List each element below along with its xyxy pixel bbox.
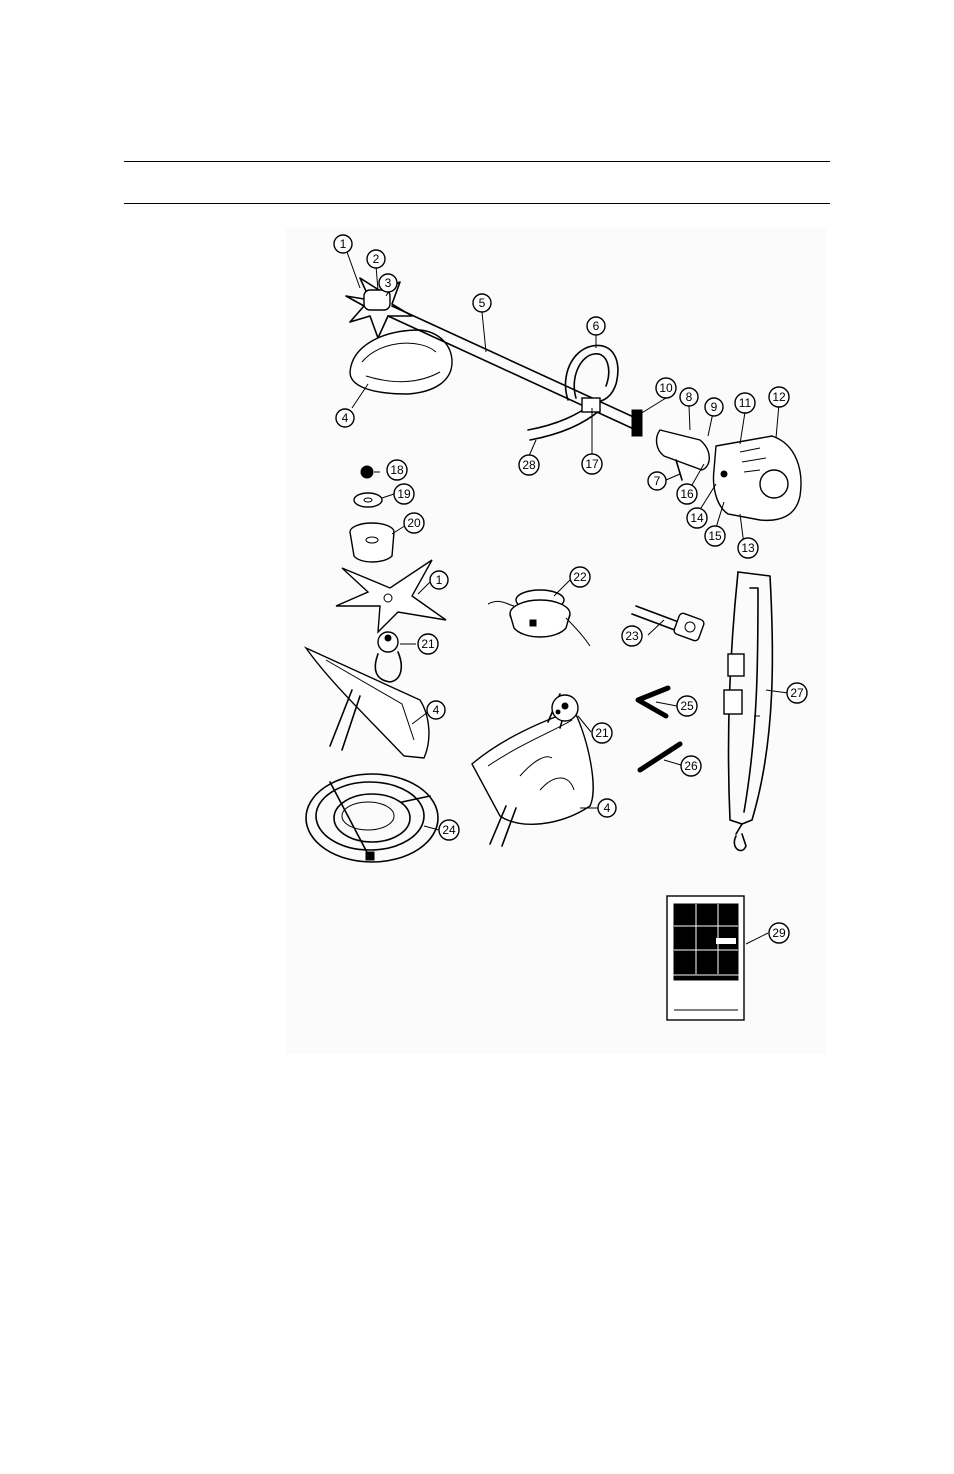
callout-label: 9: [711, 400, 718, 414]
callout-label: 16: [680, 487, 694, 501]
callout-7: 7: [648, 472, 666, 490]
callout-29: 29: [769, 923, 789, 943]
callout-11: 11: [735, 393, 755, 413]
callout-4-top: 4: [336, 409, 354, 427]
callout-label: 21: [421, 637, 435, 651]
callout-21-left: 21: [418, 634, 438, 654]
callout-1-top: 1: [334, 235, 352, 253]
callout-28: 28: [519, 455, 539, 475]
callout-label: 14: [690, 511, 704, 525]
callout-14: 14: [687, 508, 707, 528]
callout-label: 15: [708, 529, 722, 543]
callout-4-left: 4: [427, 701, 445, 719]
washer-part: [354, 493, 382, 507]
callout-13: 13: [738, 538, 758, 558]
callout-label: 4: [433, 703, 440, 717]
callout-label: 24: [442, 823, 456, 837]
callout-label: 18: [390, 463, 404, 477]
nut-part: [361, 466, 373, 478]
manual-part: [667, 896, 744, 1020]
callout-6: 6: [587, 317, 605, 335]
callout-17: 17: [582, 454, 602, 474]
callout-23: 23: [622, 626, 642, 646]
callout-9: 9: [705, 398, 723, 416]
callout-label: 21: [595, 726, 609, 740]
callout-21-right: 21: [592, 723, 612, 743]
callout-label: 5: [479, 296, 486, 310]
callout-label: 29: [772, 926, 786, 940]
callout-8: 8: [680, 388, 698, 406]
callout-label: 3: [385, 276, 392, 290]
callout-label: 10: [659, 381, 673, 395]
callout-label: 1: [340, 237, 347, 251]
callout-22: 22: [570, 567, 590, 587]
callout-label: 8: [686, 390, 693, 404]
callout-3: 3: [379, 274, 397, 292]
callout-label: 25: [680, 699, 694, 713]
callout-label: 26: [684, 759, 698, 773]
callout-19: 19: [394, 484, 414, 504]
callout-label: 17: [585, 457, 599, 471]
callout-26: 26: [681, 756, 701, 776]
callout-10: 10: [656, 378, 676, 398]
callout-5: 5: [473, 294, 491, 312]
callout-label: 4: [604, 801, 611, 815]
callout-label: 1: [436, 573, 443, 587]
callout-label: 13: [741, 541, 755, 555]
callout-1-parts: 1: [430, 571, 448, 589]
callout-label: 2: [373, 252, 380, 266]
callout-label: 11: [739, 396, 752, 410]
callout-27: 27: [787, 683, 807, 703]
callout-label: 12: [772, 390, 786, 404]
callout-label: 19: [397, 487, 411, 501]
callout-25: 25: [677, 696, 697, 716]
callout-label: 4: [342, 411, 349, 425]
callout-label: 27: [790, 686, 804, 700]
callout-label: 7: [654, 474, 661, 488]
callout-16: 16: [677, 484, 697, 504]
callout-15: 15: [705, 526, 725, 546]
callout-12: 12: [769, 387, 789, 407]
callout-label: 20: [407, 516, 421, 530]
callout-2: 2: [367, 250, 385, 268]
callout-24: 24: [439, 820, 459, 840]
callout-20: 20: [404, 513, 424, 533]
callout-18: 18: [387, 460, 407, 480]
callout-label: 28: [522, 458, 536, 472]
callout-label: 22: [573, 570, 587, 584]
callout-label: 6: [593, 319, 600, 333]
holder-part: [350, 523, 394, 562]
callout-4-right: 4: [598, 799, 616, 817]
callout-label: 23: [625, 629, 639, 643]
